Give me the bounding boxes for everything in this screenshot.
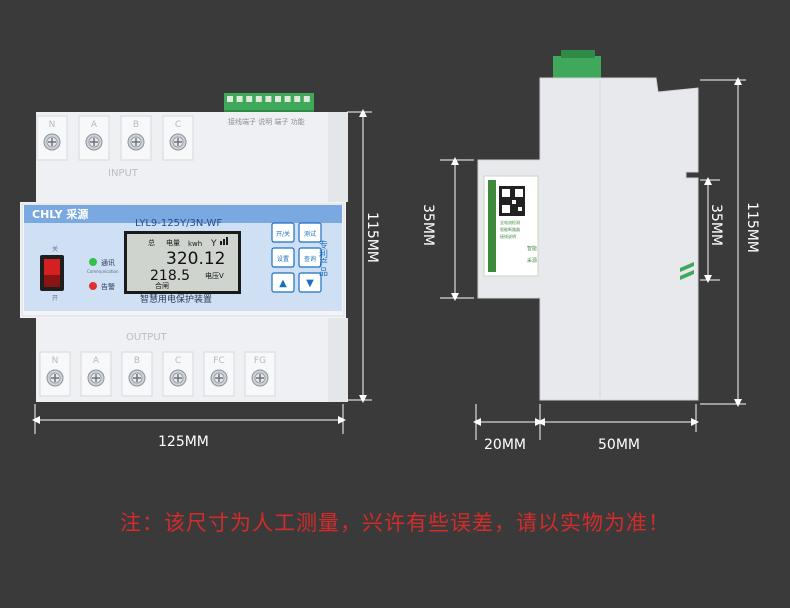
screw-icon bbox=[169, 369, 187, 387]
front.bottom-terminal-a: A bbox=[80, 351, 112, 397]
svg-text:查询: 查询 bbox=[304, 255, 316, 263]
panel-button-2[interactable]: 测试 bbox=[298, 222, 322, 243]
svg-text:设置: 设置 bbox=[277, 255, 289, 263]
front.top-terminal-b: B bbox=[120, 115, 152, 161]
front.top-terminal-n: N bbox=[36, 115, 68, 161]
lcd-value-bottom: 218.5 bbox=[150, 268, 190, 284]
front-view: 接线端子 说明 端子 功能 N A B C INPUT CHLY 采源 LYL9-12… bbox=[20, 93, 380, 450]
switch-bottom-label: 开 bbox=[52, 295, 58, 302]
front.bottom-terminal-fc: FC bbox=[203, 351, 235, 397]
svg-text:全电流检测: 全电流检测 bbox=[500, 219, 520, 225]
lcd-value-top: 320.12 bbox=[166, 249, 225, 269]
side-green-connector bbox=[553, 56, 601, 78]
panel-button-4[interactable]: 查询 bbox=[298, 247, 322, 268]
side-view: 全电流检测 智能断路器 接线说明 智能 采源 35MM 35MM 115MM 2… bbox=[420, 50, 760, 453]
svg-text:B: B bbox=[134, 356, 140, 366]
front.bottom-terminal-fg: FG bbox=[244, 351, 276, 397]
screw-icon bbox=[46, 369, 64, 387]
svg-text:智能断路器: 智能断路器 bbox=[500, 226, 520, 232]
brand-label: CHLY 采源 bbox=[32, 207, 88, 221]
svg-text:N: N bbox=[49, 120, 56, 130]
rail-clip-icon bbox=[680, 262, 694, 280]
svg-text:电量: 电量 bbox=[166, 238, 180, 247]
width-label: 125MM bbox=[158, 434, 209, 450]
screw-icon bbox=[251, 369, 269, 387]
svg-text:FG: FG bbox=[254, 356, 266, 366]
switch-top-label: 关 bbox=[52, 245, 58, 253]
svg-text:Communication: Communication bbox=[87, 269, 119, 274]
alarm-label: 告警 bbox=[101, 282, 115, 291]
svg-text:接线端子 说明 端子 功能: 接线端子 说明 端子 功能 bbox=[228, 117, 305, 126]
svg-text:▼: ▼ bbox=[306, 278, 314, 289]
svg-text:A: A bbox=[93, 356, 100, 366]
disclaimer-note: 注：该尺寸为人工测量，兴许有些误差，请以实物为准！ bbox=[120, 511, 670, 535]
svg-text:A: A bbox=[91, 120, 98, 130]
depth-front-label: 20MM bbox=[484, 437, 526, 453]
screw-icon bbox=[169, 133, 187, 151]
svg-text:B: B bbox=[133, 120, 139, 130]
lcd-screen bbox=[127, 234, 238, 291]
patent-label: 专利产品 bbox=[317, 239, 328, 277]
svg-text:接线说明: 接线说明 bbox=[500, 233, 516, 239]
alarm-indicator-icon bbox=[89, 282, 97, 290]
svg-text:测试: 测试 bbox=[304, 230, 316, 238]
screw-icon bbox=[43, 133, 61, 151]
panel-button-3[interactable]: 设置 bbox=[271, 247, 295, 268]
height-inner-label: 35MM bbox=[708, 204, 724, 246]
svg-text:▲: ▲ bbox=[279, 278, 287, 289]
front.top-terminal-a: A bbox=[78, 115, 110, 161]
svg-text:采源: 采源 bbox=[527, 257, 537, 264]
front.top-terminal-c: C bbox=[162, 115, 194, 161]
signal-icon: Y bbox=[210, 239, 217, 249]
panel-button-5[interactable]: ▲ bbox=[271, 272, 295, 293]
comm-label: 通讯 bbox=[101, 258, 115, 267]
input-caption: INPUT bbox=[108, 168, 139, 179]
front.bottom-terminal-b: B bbox=[121, 351, 153, 397]
panel-button-1[interactable]: 开/关 bbox=[271, 222, 295, 243]
svg-text:C: C bbox=[175, 120, 181, 130]
depth-body-label: 50MM bbox=[598, 437, 640, 453]
svg-text:C: C bbox=[175, 356, 181, 366]
screw-icon bbox=[210, 369, 228, 387]
svg-text:开/关: 开/关 bbox=[276, 230, 290, 238]
height-label: 115MM bbox=[364, 212, 380, 263]
svg-text:总: 总 bbox=[148, 238, 155, 247]
screw-icon bbox=[128, 369, 146, 387]
svg-text:N: N bbox=[52, 356, 59, 366]
panel-button-6[interactable]: ▼ bbox=[298, 272, 322, 293]
device-subtitle: 智慧用电保护装置 bbox=[140, 293, 212, 305]
bottom-terminals: N A B C FC FG bbox=[39, 351, 276, 397]
rail-left-label: 35MM bbox=[420, 204, 436, 246]
front.bottom-terminal-n: N bbox=[39, 351, 71, 397]
svg-text:电压V: 电压V bbox=[205, 271, 224, 280]
output-caption: OUTPUT bbox=[126, 332, 168, 343]
height-outer-label: 115MM bbox=[744, 202, 760, 253]
side-silhouette bbox=[477, 77, 699, 401]
front.bottom-terminal-c: C bbox=[162, 351, 194, 397]
comm-indicator-icon bbox=[89, 258, 97, 266]
svg-text:智能: 智能 bbox=[527, 245, 537, 252]
screw-icon bbox=[87, 369, 105, 387]
screw-icon bbox=[127, 133, 145, 151]
model-label: LYL9-125Y/3N-WF bbox=[135, 218, 222, 229]
svg-text:kwh: kwh bbox=[188, 240, 202, 248]
screw-icon bbox=[85, 133, 103, 151]
svg-text:FC: FC bbox=[213, 356, 224, 366]
svg-text:合闸: 合闸 bbox=[155, 281, 169, 290]
